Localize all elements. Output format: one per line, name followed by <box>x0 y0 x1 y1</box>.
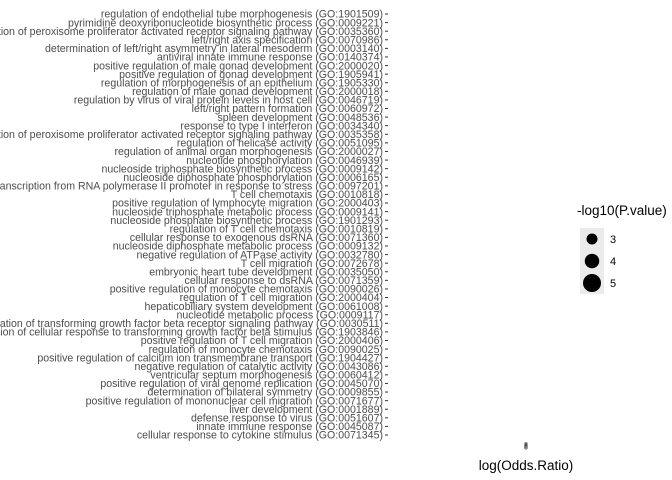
y-tick-label: regulation of endothelial tube morphogen… <box>101 9 383 21</box>
y-tick-label: ventricular septum morphogenesis (GO:006… <box>150 370 383 382</box>
legend-label: 4 <box>610 256 616 268</box>
y-tick-label: positive regulation of mononuclear cell … <box>86 395 383 407</box>
y-tick-label: regulation of T cell migration (GO:20004… <box>180 292 383 304</box>
legend-label: 5 <box>610 278 616 290</box>
x-tick-label: 8 <box>524 442 528 449</box>
y-tick-label: negative regulation of ATPase activity (… <box>136 249 383 261</box>
y-tick-label: regulation of monocyte chemotaxis (GO:00… <box>149 344 383 356</box>
y-tick-label: nucleoside triphosphate biosynthetic pro… <box>102 163 384 175</box>
y-tick-label: nucleoside diphosphate metabolic process… <box>113 241 383 253</box>
y-tick-label: regulation of animal organ morphogenesis… <box>114 146 383 158</box>
y-tick-label: nucleotide phosphorylation (GO:0046939) <box>186 155 383 167</box>
y-tick-label: antiviral innate immune response (GO:014… <box>157 52 383 64</box>
y-tick-label: positive regulation of T cell migration … <box>141 335 383 347</box>
y-tick-marks <box>385 13 388 436</box>
y-tick-label: determination of bilateral symmetry (GO:… <box>147 387 383 399</box>
y-tick-label: positive regulation of calcium ion trans… <box>37 352 383 364</box>
legend: -log10(P.value) 3 4 5 <box>577 203 667 294</box>
y-tick-label: T cell migration (GO:0072678) <box>241 258 383 270</box>
y-tick-label: response to type I interferon (GO:003434… <box>180 120 383 132</box>
y-tick-label: regulation of morphogenesis of an epithe… <box>101 77 383 89</box>
legend-size-point <box>584 253 600 269</box>
y-tick-label: regulation by virus of viral protein lev… <box>74 95 383 107</box>
y-tick-label: defense response to virus (GO:0051607) <box>191 413 383 425</box>
y-tick-labels: regulation of endothelial tube morphogen… <box>0 9 383 442</box>
y-tick-label: regulation of peroxisome proliferator ac… <box>0 129 383 141</box>
x-tick-label: 8 <box>524 444 528 451</box>
y-tick-label: cellular response to cytokine stimulus (… <box>137 430 383 442</box>
legend-size-point <box>586 233 598 245</box>
y-tick-label: nucleotide metabolic process (GO:0009117… <box>177 309 384 321</box>
y-tick-label: determination of left/right asymmetry in… <box>45 43 383 55</box>
y-tick-label: liver development (GO:0001889) <box>229 404 383 416</box>
y-tick-label: left/right axis specification (GO:007098… <box>192 34 383 46</box>
y-tick-label: positive regulation of cellular response… <box>0 327 383 339</box>
y-tick-label: positive regulation of transforming grow… <box>0 318 383 330</box>
x-tick-label: 8 <box>524 443 528 450</box>
y-tick-label: left/right pattern formation (GO:0060972… <box>192 103 383 115</box>
y-tick-label: nucleoside phosphate biosynthetic proces… <box>110 215 383 227</box>
legend-title: -log10(P.value) <box>577 203 667 218</box>
y-tick-label: regulation of helicase activity (GO:0051… <box>177 138 383 150</box>
y-tick-label: spleen development (GO:0048536) <box>218 112 384 124</box>
y-tick-label: negative regulation of transcription fro… <box>0 181 383 193</box>
y-tick-label: negative regulation of catalytic activit… <box>135 361 384 373</box>
y-tick-label: nucleoside diphosphate phosphorylation (… <box>123 172 383 184</box>
y-tick-label: hepaticobiliary system development (GO:0… <box>145 301 383 313</box>
y-tick-label: T cell chemotaxis (GO:0010818) <box>231 189 383 201</box>
y-tick-label: cellular response to dsRNA (GO:0071359) <box>185 275 383 287</box>
x-axis-title: log(Odds.Ratio) <box>479 458 574 473</box>
y-tick-label: embryonic heart tube development (GO:003… <box>149 266 383 278</box>
y-tick-label: positive regulation of viral genome repl… <box>100 378 383 390</box>
y-tick-label: positive regulation of gonad development… <box>119 69 383 81</box>
legend-label: 3 <box>610 234 616 246</box>
y-tick-label: innate immune response (GO:0045087) <box>196 421 383 433</box>
y-tick-label: positive regulation of peroxisome prolif… <box>0 26 383 38</box>
y-tick-label: positive regulation of monocyte chemotax… <box>110 284 383 296</box>
y-tick-label: cellular response to exogenous dsRNA (GO… <box>130 232 383 244</box>
y-tick-label: nucleoside triphosphate metabolic proces… <box>112 206 383 218</box>
y-tick-label: regulation of male gonad development (GO… <box>132 86 383 98</box>
y-tick-label: pyrimidine deoxyribonucleotide biosynthe… <box>68 17 383 29</box>
y-tick-label: positive regulation of male gonad develo… <box>93 60 383 72</box>
x-tick-label: 8 <box>524 444 528 451</box>
y-tick-label: positive regulation of lymphocyte migrat… <box>112 198 383 210</box>
y-tick-label: regulation of T cell chemotaxis (GO:0010… <box>170 223 383 235</box>
legend-size-point <box>583 274 601 292</box>
